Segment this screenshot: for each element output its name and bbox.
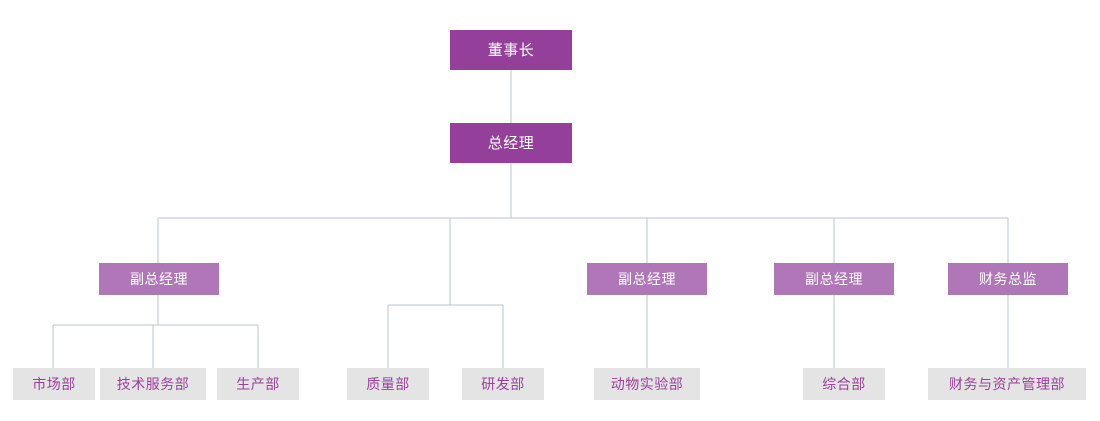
node-technical-service-dept-label: 技术服务部 xyxy=(116,376,190,392)
node-rnd-dept[interactable]: 研发部 xyxy=(462,368,544,400)
node-vice-general-manager-3-label: 副总经理 xyxy=(618,271,676,287)
node-marketing-dept[interactable]: 市场部 xyxy=(13,368,95,400)
node-general-manager-label: 总经理 xyxy=(487,134,535,152)
node-general-affairs-dept-label: 综合部 xyxy=(822,376,866,392)
node-finance-asset-mgmt-dept[interactable]: 财务与资产管理部 xyxy=(928,368,1086,400)
node-cfo[interactable]: 财务总监 xyxy=(948,263,1068,295)
node-animal-lab-dept-label: 动物实验部 xyxy=(610,376,684,392)
node-cfo-label: 财务总监 xyxy=(979,271,1037,287)
node-chairman[interactable]: 董事长 xyxy=(450,30,572,70)
node-animal-lab-dept[interactable]: 动物实验部 xyxy=(594,368,700,400)
node-vice-general-manager-1-label: 副总经理 xyxy=(130,271,188,287)
node-chairman-label: 董事长 xyxy=(487,41,535,59)
node-production-dept[interactable]: 生产部 xyxy=(217,368,299,400)
node-finance-asset-mgmt-dept-label: 财务与资产管理部 xyxy=(949,376,1065,392)
node-vice-general-manager-4[interactable]: 副总经理 xyxy=(774,263,894,295)
node-production-dept-label: 生产部 xyxy=(236,376,280,392)
node-rnd-dept-label: 研发部 xyxy=(481,376,525,392)
node-quality-dept[interactable]: 质量部 xyxy=(347,368,429,400)
node-technical-service-dept[interactable]: 技术服务部 xyxy=(100,368,206,400)
node-marketing-dept-label: 市场部 xyxy=(32,376,76,392)
node-vice-general-manager-1[interactable]: 副总经理 xyxy=(99,263,219,295)
node-vice-general-manager-3[interactable]: 副总经理 xyxy=(587,263,707,295)
node-general-manager[interactable]: 总经理 xyxy=(450,123,572,163)
node-quality-dept-label: 质量部 xyxy=(366,376,410,392)
node-vice-general-manager-4-label: 副总经理 xyxy=(805,271,863,287)
node-general-affairs-dept[interactable]: 综合部 xyxy=(803,368,885,400)
